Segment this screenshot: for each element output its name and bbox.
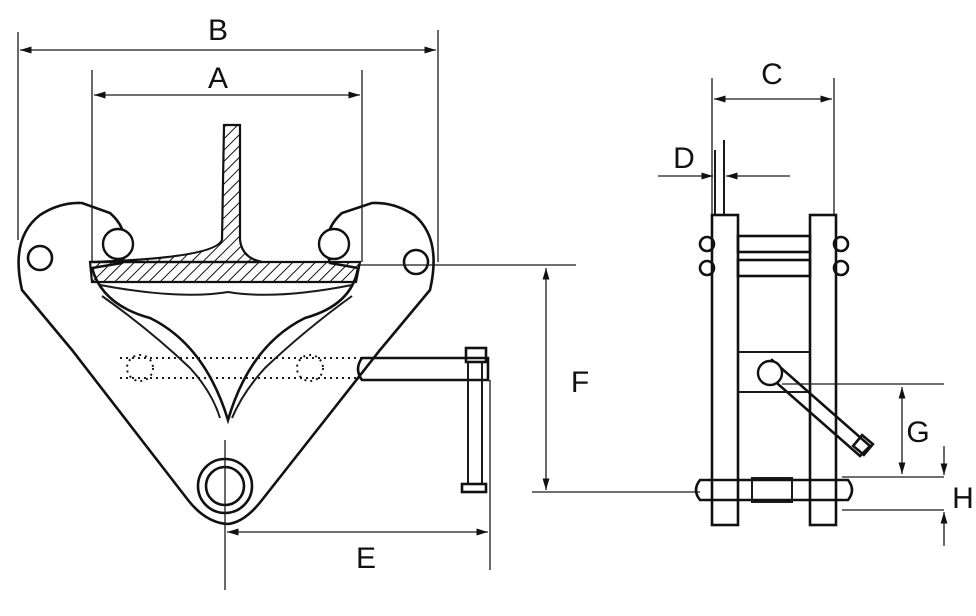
beam-flange-lower-curve (99, 284, 353, 296)
dim-label-f: F (571, 366, 589, 399)
front-view-dimensions: B A F E (17, 14, 700, 590)
side-roller-upper (736, 234, 812, 254)
dim-label-h: H (952, 482, 974, 515)
spindle-hole-left (126, 354, 154, 382)
dim-label-e: E (356, 542, 376, 575)
clamp-arm-inner-right (231, 295, 353, 419)
front-view (17, 123, 490, 526)
side-roller-cap-ur (832, 235, 850, 253)
side-spindle-nut (756, 359, 784, 387)
side-roller-cap-lr (832, 259, 850, 277)
dim-label-c: C (761, 58, 783, 91)
left-roller (101, 227, 135, 261)
side-view (694, 140, 875, 527)
left-pivot-hole (26, 244, 54, 272)
t-handle-end (460, 482, 488, 494)
dim-label-a: A (208, 62, 228, 95)
side-roller-cap-ul (698, 235, 716, 253)
dim-label-b: B (208, 14, 228, 47)
side-roller-lower (736, 258, 812, 278)
side-spindle-tip (851, 433, 875, 457)
clamp-arm-inner-left (101, 295, 221, 419)
dim-label-g: G (906, 416, 929, 449)
beam-flange (88, 260, 362, 284)
side-roller-cap-ll (698, 259, 716, 277)
side-view-dimensions: C D G H (658, 58, 974, 546)
side-bottom-pin-grip (751, 477, 793, 503)
side-plate-right (808, 213, 838, 527)
spindle-hole-right (296, 354, 324, 382)
right-pivot-hole (402, 248, 430, 276)
side-bottom-pin (694, 478, 854, 502)
side-plate-left (710, 213, 740, 527)
dim-label-d: D (673, 142, 695, 175)
right-roller (317, 227, 351, 261)
t-handle-bar (464, 346, 488, 364)
